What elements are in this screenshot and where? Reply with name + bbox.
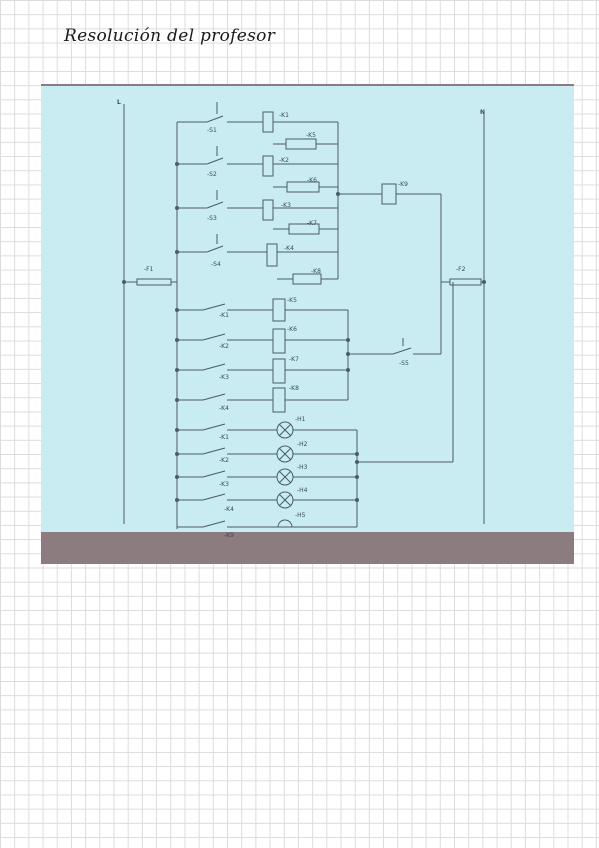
fuse-f2-label: -F2	[456, 266, 466, 273]
pb-s1-label: -S1	[207, 127, 217, 134]
coil2-k6-label: -K6	[287, 326, 297, 333]
timer-k6-label: -K6	[307, 177, 317, 184]
coil-k2-label: -K2	[279, 157, 289, 164]
timer-k7-label: -K7	[307, 220, 317, 227]
lamp-h1	[276, 421, 294, 439]
coil2-k8-label: -K8	[289, 385, 299, 392]
rail-l-label: L	[117, 99, 121, 106]
buzzer-h5	[277, 519, 293, 528]
coil-k9-label: -K9	[398, 181, 408, 188]
coil-k3-label: -K3	[281, 202, 291, 209]
coil-k1-label: -K1	[279, 112, 289, 119]
lamp-h1-label: -H1	[295, 416, 306, 423]
lamp-h4-label: -H4	[297, 487, 308, 494]
contact2-k1-label: -K1	[219, 312, 229, 319]
contact2-k2-label: -K2	[219, 343, 229, 350]
projection-screen	[41, 86, 574, 532]
coil-k4	[266, 243, 278, 267]
contact3-k9-label: -K9	[224, 532, 234, 539]
page-title: Resolución del profesor	[64, 26, 276, 46]
coil2-k5-label: -K5	[287, 297, 297, 304]
coil-k3	[262, 199, 274, 221]
contact3-k4-label: -K4	[224, 506, 234, 513]
contact3-k3-label: -K3	[219, 481, 229, 488]
circuit-diagram: L N -F1 -F2 -S1 -S2 -S3 -S4 -S5 -K1 -K2 …	[41, 86, 574, 539]
coil-k4-label: -K4	[284, 245, 294, 252]
contact2-k3-label: -K3	[219, 374, 229, 381]
lamp-h3	[276, 468, 294, 486]
buzzer-h5-label: -H5	[295, 512, 306, 519]
contact3-k1-label: -K1	[219, 434, 229, 441]
pb-s2-label: -S2	[207, 171, 217, 178]
coil2-k7-label: -K7	[289, 356, 299, 363]
lamp-h3-label: -H3	[297, 464, 308, 471]
contact2-k4-label: -K4	[219, 405, 229, 412]
coil2-k6	[272, 328, 286, 354]
rail-n-label: N	[480, 109, 485, 116]
lamp-h4	[276, 491, 294, 509]
fuse-f1-label: -F1	[144, 266, 154, 273]
coil2-k7	[272, 358, 286, 384]
pb-s3-label: -S3	[207, 215, 217, 222]
timer-k5-label: -K5	[306, 132, 316, 139]
timer-k8-label: -K8	[311, 268, 321, 275]
circuit-photo: L N -F1 -F2 -S1 -S2 -S3 -S4 -S5 -K1 -K2 …	[41, 84, 574, 564]
lamp-h2-label: -H2	[297, 441, 308, 448]
lamp-h2	[276, 445, 294, 463]
pb-s5-label: -S5	[399, 360, 409, 367]
pb-s4-label: -S4	[211, 261, 221, 268]
coil-k2	[262, 155, 274, 177]
contact3-k2-label: -K2	[219, 457, 229, 464]
